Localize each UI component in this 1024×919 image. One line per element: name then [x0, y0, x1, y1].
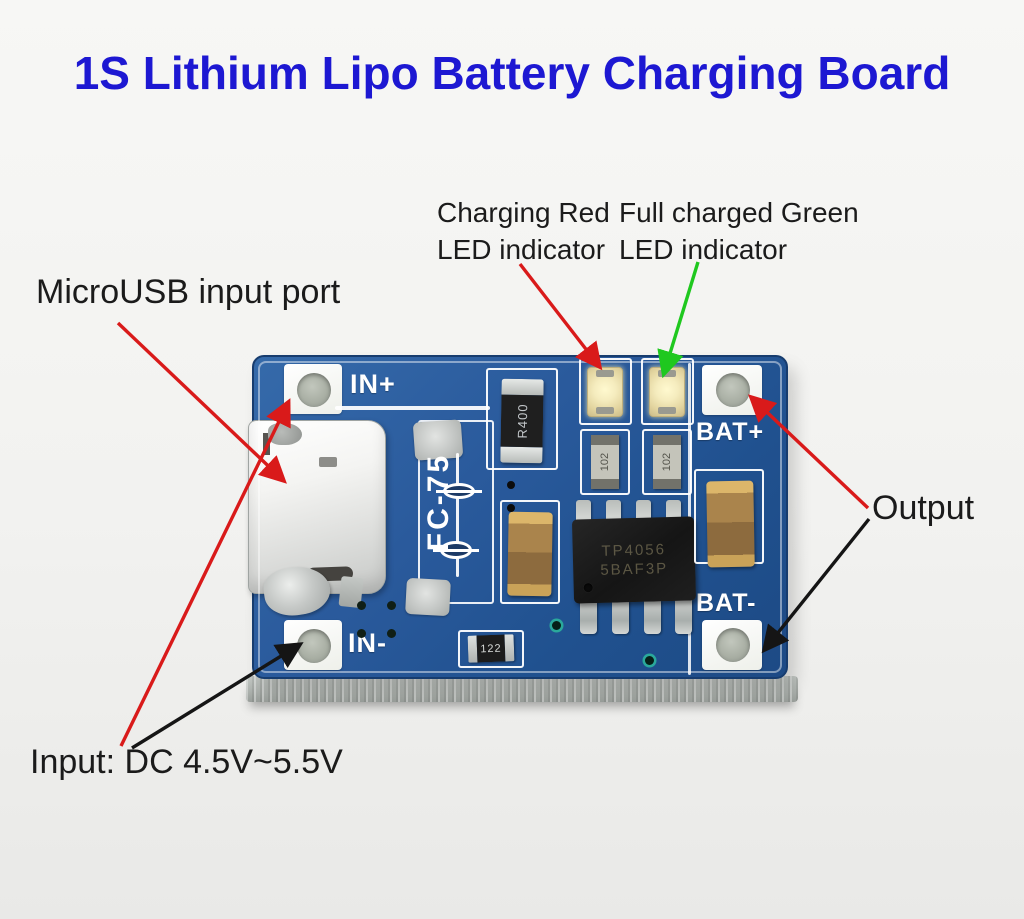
- silkscreen-frame: [579, 358, 632, 425]
- pcb-bottom-edge: [246, 676, 798, 702]
- page-title: 1S Lithium Lipo Battery Charging Board: [73, 47, 951, 99]
- charging-red-led: [587, 367, 623, 417]
- capacitor-center: [507, 511, 553, 597]
- label-charging-led-line2: LED indicator: [437, 234, 606, 265]
- resistor-terminal: [500, 446, 543, 464]
- label-charging-led-line1: Charging Red: [437, 197, 610, 228]
- solder-blob: [268, 423, 302, 445]
- resistor-102-left: 102: [591, 435, 619, 489]
- resistor-terminal: [504, 634, 515, 662]
- silkscreen-model-text: FC-75: [422, 452, 455, 552]
- silkscreen-bat-minus: BAT-: [696, 589, 757, 617]
- silkscreen-in-minus: IN-: [348, 628, 387, 658]
- chip-pin: [576, 500, 591, 520]
- chip-pin: [636, 500, 651, 520]
- label-full-charged-led: Full charged Green LED indicator: [619, 194, 859, 268]
- chip-pin: [666, 500, 681, 520]
- chip-marking-line1: TP4056: [601, 541, 667, 560]
- via-icon: [387, 601, 396, 610]
- via-icon: [552, 621, 561, 630]
- arrow-charging-led: [518, 262, 603, 371]
- via-icon: [357, 601, 366, 610]
- chip-pin: [675, 600, 692, 634]
- via-icon: [387, 629, 396, 638]
- pad-in-minus: [284, 620, 342, 670]
- silkscreen-trace: [456, 453, 459, 577]
- microusb-port: [248, 420, 386, 594]
- chip-pin: [612, 600, 629, 634]
- chip-marking-line2: 5BAF3P: [600, 560, 669, 579]
- resistor-102-right: 102: [653, 435, 681, 489]
- pad-in-plus: [284, 364, 342, 414]
- label-input-voltage: Input: DC 4.5V~5.5V: [30, 743, 343, 781]
- pad-bat-plus: [702, 365, 762, 415]
- capacitor-symbol-icon: [433, 541, 479, 559]
- chip-tp4056: TP4056 5BAF3P: [571, 516, 697, 604]
- mounting-hole-icon: [716, 628, 750, 662]
- pin1-dot-icon: [583, 583, 593, 593]
- resistor-marking: R400: [514, 403, 530, 439]
- resistor-body: 102: [591, 445, 619, 479]
- via-icon: [645, 656, 654, 665]
- via-icon: [507, 504, 515, 512]
- solder-pad: [405, 577, 451, 617]
- silkscreen-frame: [580, 429, 630, 495]
- silkscreen-frame: [486, 368, 558, 470]
- chip-pin: [606, 500, 621, 520]
- silkscreen-frame: [500, 500, 560, 604]
- chip-pin: [580, 600, 597, 634]
- via-icon: [357, 629, 366, 638]
- resistor-terminal: [501, 378, 544, 396]
- mounting-hole-icon: [297, 373, 331, 407]
- capacitor-symbol-icon: [436, 483, 482, 499]
- resistor-body: R400: [500, 394, 544, 448]
- resistor-marking: 102: [661, 452, 673, 472]
- label-output: Output: [872, 489, 975, 527]
- label-full-charged-led-line2: LED indicator: [619, 234, 788, 265]
- resistor-marking: 102: [599, 452, 611, 472]
- silkscreen-frame: [458, 630, 524, 668]
- label-full-charged-led-line1: Full charged Green: [619, 197, 859, 228]
- mounting-hole-icon: [297, 629, 331, 663]
- resistor-marking: 122: [476, 634, 506, 663]
- via-icon: [507, 481, 515, 489]
- resistor-122: 122: [467, 634, 515, 663]
- label-microusb-input-port: MicroUSB input port: [36, 273, 341, 311]
- pcb-board: IN+ IN- BAT+ BAT- FC-75 R400: [248, 355, 788, 679]
- mounting-hole-icon: [716, 373, 750, 407]
- pad-bat-minus: [702, 620, 762, 670]
- resistor-r400: R400: [500, 378, 544, 464]
- silkscreen-bat-plus: BAT+: [696, 418, 765, 446]
- silkscreen-frame: [642, 429, 692, 495]
- label-charging-led: Charging Red LED indicator: [437, 194, 610, 268]
- resistor-body: 102: [653, 445, 681, 479]
- capacitor-output: [706, 480, 755, 568]
- chip-pin: [644, 600, 661, 634]
- usb-shell-detail: [319, 457, 337, 467]
- full-charged-green-led: [649, 367, 685, 417]
- silkscreen-in-plus: IN+: [350, 369, 396, 399]
- silkscreen-trace: [335, 406, 490, 410]
